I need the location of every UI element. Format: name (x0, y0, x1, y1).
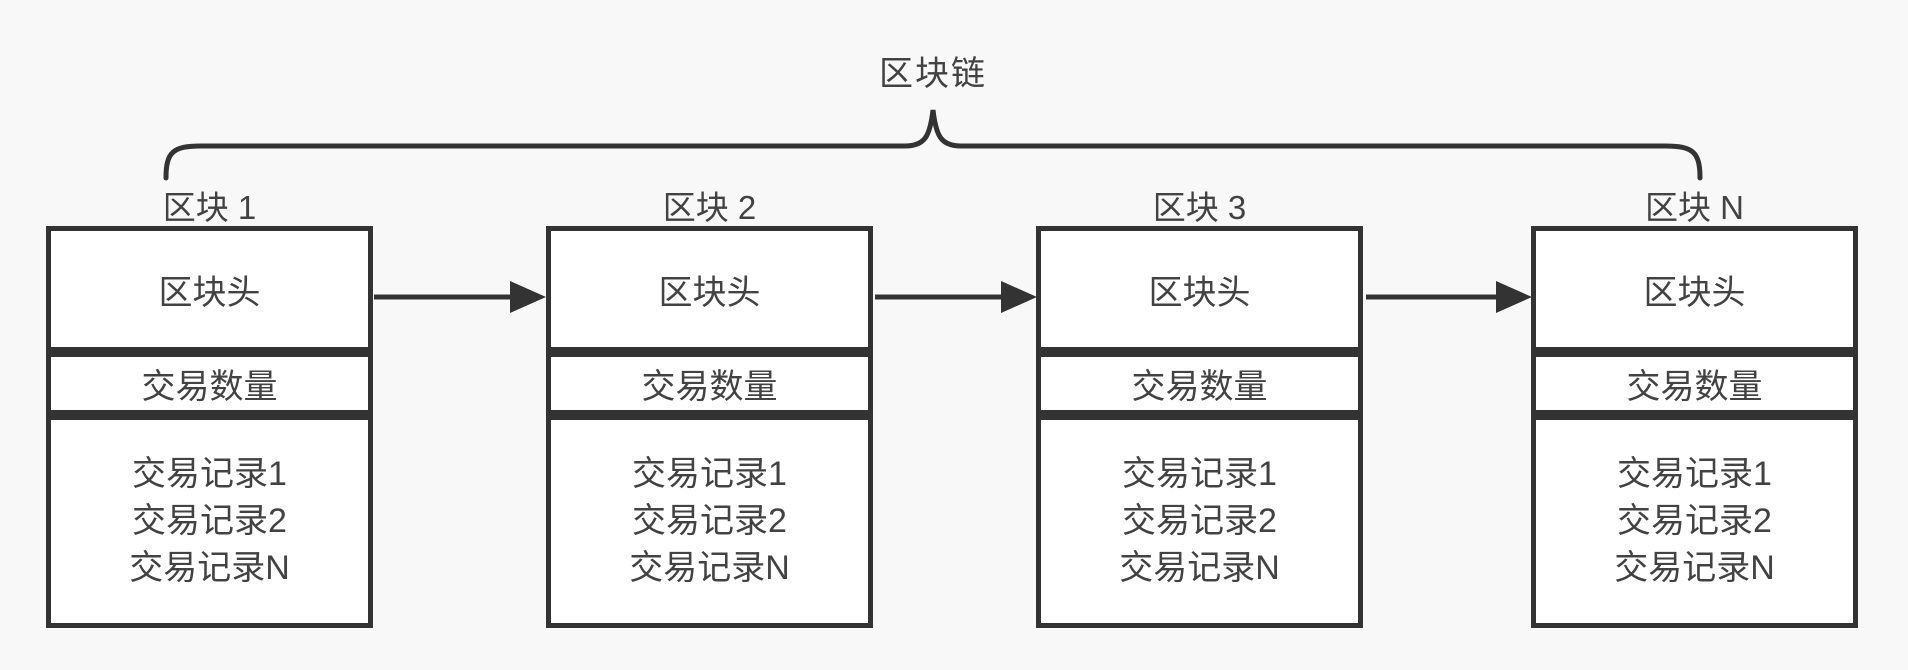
tx-record: 交易记录1 (1122, 455, 1277, 493)
tx-record: 交易记录1 (632, 455, 787, 493)
tx-record: 交易记录2 (1122, 502, 1277, 540)
block-title: 区块 2 (662, 189, 757, 226)
tx-record: 交易记录N (129, 549, 290, 587)
block-2: 区块 2 区块头 交易数量 交易记录1 交易记录2 交易记录N (546, 184, 873, 628)
tx-count-section: 交易数量 (1531, 352, 1858, 415)
block-title: 区块 N (1645, 189, 1744, 226)
block-header-section: 区块头 (46, 226, 373, 352)
tx-record: 交易记录N (629, 549, 790, 587)
tx-record: 交易记录1 (132, 455, 287, 493)
block-1: 区块 1 区块头 交易数量 交易记录1 交易记录2 交易记录N (46, 184, 373, 628)
chain-label: 区块链 (879, 55, 987, 93)
block-3: 区块 3 区块头 交易数量 交易记录1 交易记录2 交易记录N (1036, 184, 1363, 628)
tx-records-section: 交易记录1 交易记录2 交易记录N (1036, 415, 1363, 628)
tx-record: 交易记录N (1614, 549, 1775, 587)
link-arrow-2 (875, 281, 1037, 313)
block-header-section: 区块头 (1531, 226, 1858, 352)
tx-records-section: 交易记录1 交易记录2 交易记录N (1531, 415, 1858, 628)
block-title: 区块 1 (162, 189, 257, 226)
block-header-section: 区块头 (1036, 226, 1363, 352)
block-n: 区块 N 区块头 交易数量 交易记录1 交易记录2 交易记录N (1531, 184, 1858, 628)
link-arrow-3 (1366, 281, 1532, 313)
tx-count-section: 交易数量 (46, 352, 373, 415)
tx-count-section: 交易数量 (546, 352, 873, 415)
tx-record: 交易记录2 (132, 502, 287, 540)
block-header-section: 区块头 (546, 226, 873, 352)
link-arrow-1 (374, 281, 546, 313)
tx-records-section: 交易记录1 交易记录2 交易记录N (46, 415, 373, 628)
tx-records-section: 交易记录1 交易记录2 交易记录N (546, 415, 873, 628)
tx-record: 交易记录2 (632, 502, 787, 540)
tx-record: 交易记录2 (1617, 502, 1772, 540)
tx-record: 交易记录N (1119, 549, 1280, 587)
block-title: 区块 3 (1152, 189, 1247, 226)
tx-count-section: 交易数量 (1036, 352, 1363, 415)
chain-brace (163, 109, 1703, 181)
tx-record: 交易记录1 (1617, 455, 1772, 493)
